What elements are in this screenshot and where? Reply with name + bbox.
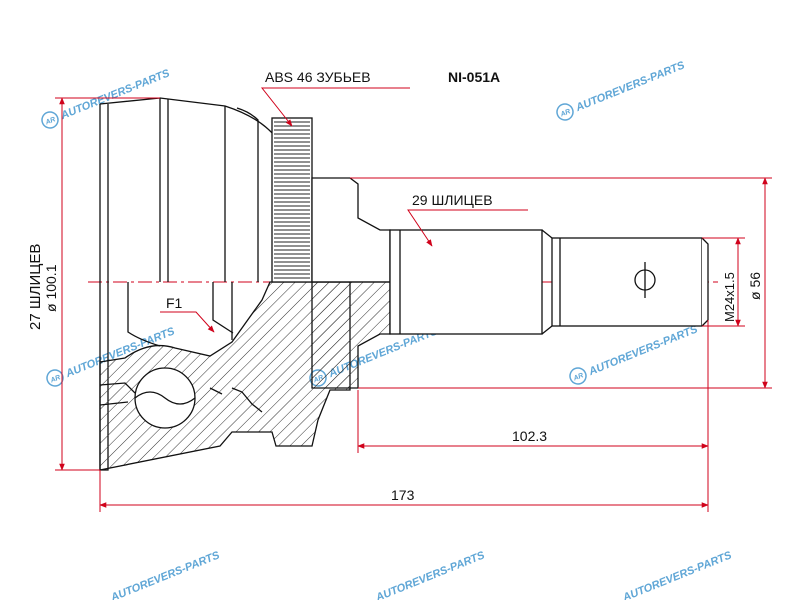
watermark-logo-1: AR AUTOREVERS-PARTS — [41, 67, 172, 129]
stub-shaft — [311, 177, 709, 389]
watermark-logo-8: AUTOREVERS-PARTS — [620, 549, 734, 600]
watermark-logo-text: AR — [44, 116, 57, 127]
leader-lines — [160, 87, 528, 333]
watermark-logo-5: AR AUTOREVERS-PARTS — [569, 323, 700, 385]
total-length-dim: 173 — [391, 487, 415, 503]
watermark-logo-text: AR — [572, 372, 585, 383]
watermark-logo-6: AUTOREVERS-PARTS — [108, 549, 222, 600]
watermark-text: AUTOREVERS-PARTS — [58, 67, 172, 122]
watermark-logo-7: AUTOREVERS-PARTS — [373, 549, 487, 600]
watermark-text: AUTOREVERS-PARTS — [573, 59, 687, 114]
abs-ring-teeth — [274, 121, 310, 279]
watermark-logo-text: AR — [49, 374, 62, 385]
f1-label: F1 — [166, 295, 183, 311]
outer-splines-label: 29 ШЛИЦЕВ — [412, 192, 493, 208]
part-number: NI-051A — [448, 69, 500, 85]
watermark-logo-text: AR — [559, 108, 572, 119]
watermark-text: AUTOREVERS-PARTS — [108, 549, 222, 600]
inner-splines-label: 27 ШЛИЦЕВ — [27, 244, 44, 330]
watermark-text: AUTOREVERS-PARTS — [620, 549, 734, 600]
abs-ring — [271, 117, 313, 283]
shaft-length-dim: 102.3 — [512, 428, 547, 444]
cv-joint-body — [99, 97, 351, 471]
shaft-diameter-dim: ø 56 — [747, 272, 763, 300]
thread-dim: M24x1.5 — [722, 272, 737, 322]
watermark-logo-2: AR AUTOREVERS-PARTS — [556, 59, 687, 121]
abs-label: ABS 46 ЗУБЬЕВ — [265, 69, 371, 85]
watermark-text: AUTOREVERS-PARTS — [373, 549, 487, 600]
watermark-text: AUTOREVERS-PARTS — [586, 323, 700, 378]
body-diameter-dim: ø 100.1 — [43, 264, 59, 312]
dimension-lines — [55, 97, 772, 512]
